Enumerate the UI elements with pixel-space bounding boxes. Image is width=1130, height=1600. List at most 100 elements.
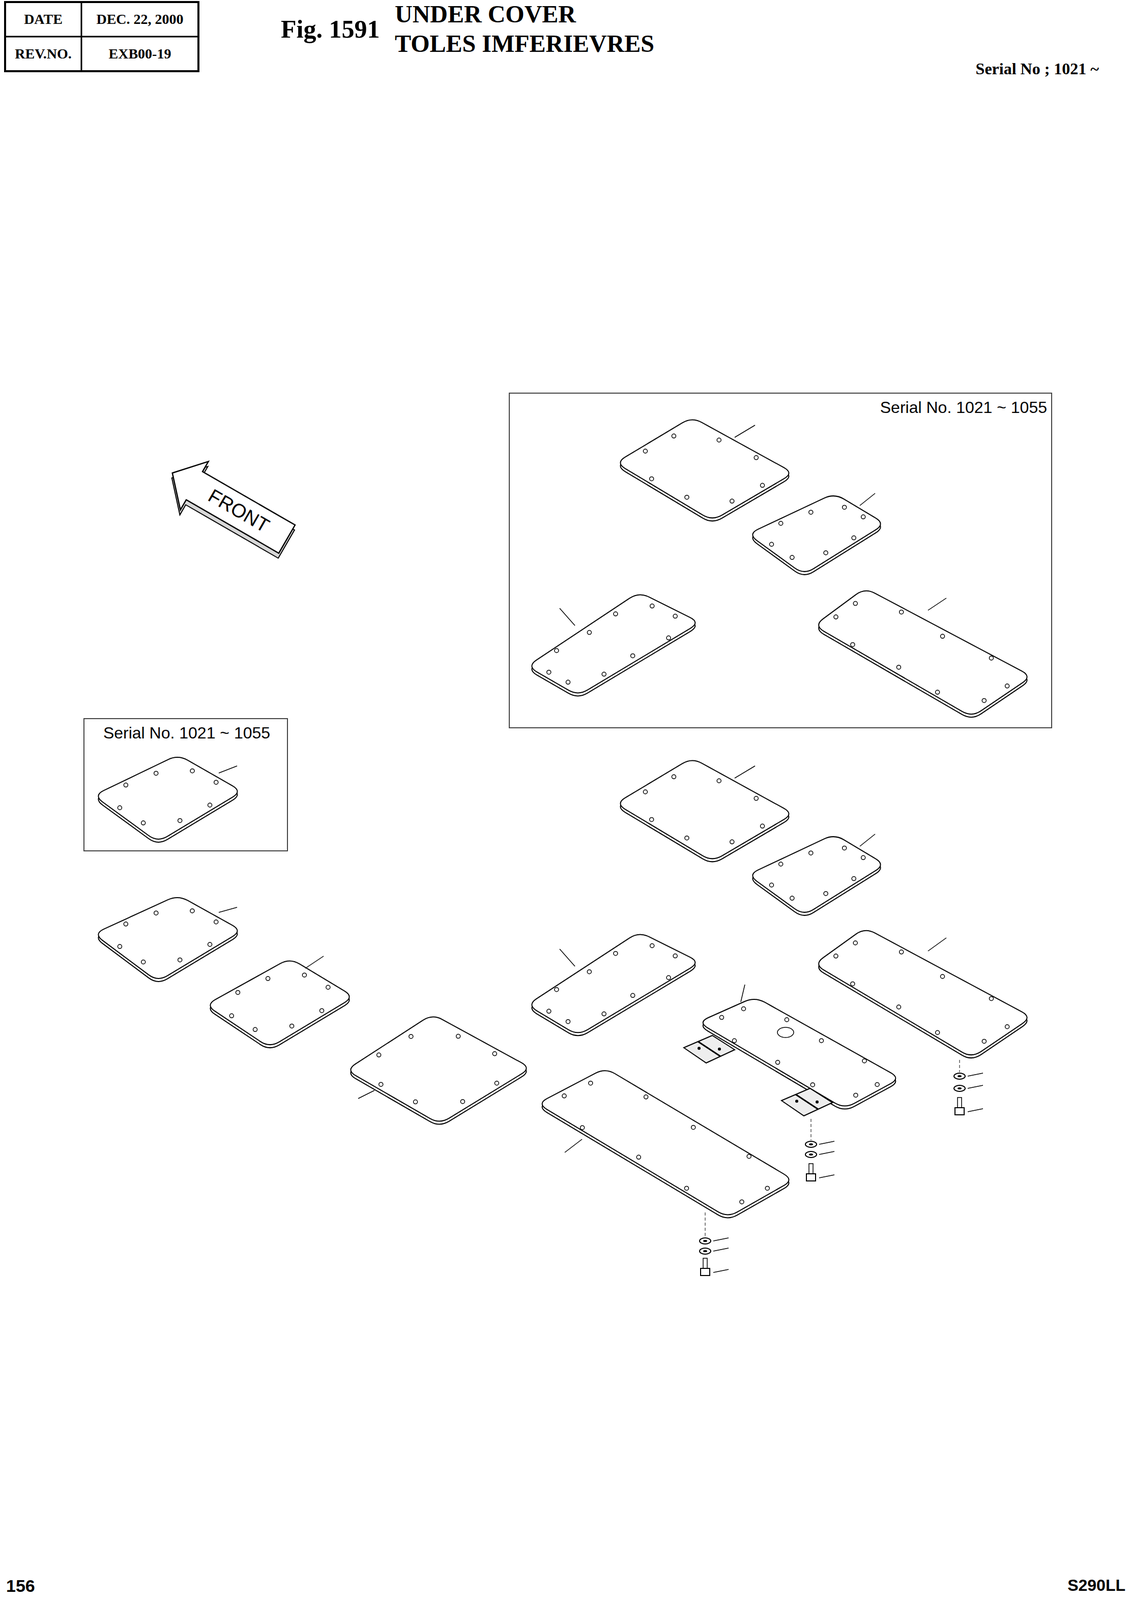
- bolt-hole: [587, 630, 592, 635]
- bolt-hole: [775, 1060, 780, 1065]
- bolt-hole: [673, 614, 678, 619]
- bolt-head: [954, 1108, 965, 1116]
- bolt-hole: [562, 1094, 567, 1099]
- leader-line: [305, 956, 324, 969]
- cover-plate: [98, 897, 238, 982]
- table-cell: DEC. 22, 2000: [81, 2, 199, 37]
- bolt-hole: [588, 1081, 593, 1086]
- bolt-hole: [819, 1038, 824, 1043]
- bolt-hole: [565, 1020, 570, 1025]
- washer: [805, 1151, 817, 1158]
- serial-range: Serial No. 1021 ~ 1055: [103, 724, 271, 743]
- bolt-hole: [630, 993, 635, 998]
- bolt-hole: [730, 839, 735, 845]
- bolt-hole: [719, 1016, 724, 1021]
- bolt-hole: [208, 803, 213, 808]
- washer: [953, 1085, 966, 1092]
- bolt-hole: [810, 1083, 815, 1088]
- bolt-hole: [123, 922, 128, 927]
- bolt-hole: [1005, 684, 1010, 689]
- bolt-hole: [716, 778, 721, 784]
- bolt-hole: [266, 976, 271, 981]
- bolt-hole: [190, 909, 195, 914]
- washer-hole: [808, 1153, 814, 1156]
- bolt-hole: [178, 818, 183, 823]
- bolt-hole: [784, 1018, 789, 1023]
- bolt-hole: [716, 438, 721, 443]
- plate-face: [98, 897, 238, 979]
- bolt-hole: [123, 783, 128, 788]
- bolt-hole: [899, 950, 904, 955]
- bolt-shank: [703, 1258, 708, 1270]
- bolt-hole: [790, 896, 795, 901]
- leader-line: [713, 1238, 729, 1242]
- bolt-hole: [940, 974, 945, 979]
- bolt-hole: [587, 970, 592, 975]
- access-hole: [777, 1027, 794, 1038]
- leader-line: [928, 938, 947, 952]
- washer-hole: [703, 1250, 708, 1253]
- bolt-hole: [730, 499, 735, 504]
- bolt-hole: [141, 960, 146, 965]
- bolt-hole: [229, 1013, 234, 1019]
- figure-subtitle: TOLES IMFERIEVRES: [394, 30, 655, 58]
- bolt-hole: [808, 510, 814, 515]
- table-rule: [5, 36, 199, 38]
- bolt-hole: [765, 1186, 770, 1191]
- cover-plate: [531, 594, 695, 697]
- bolt-hole: [649, 817, 654, 822]
- bolt-hole: [214, 780, 219, 785]
- cover-plate: [752, 834, 881, 916]
- bolt-hole: [319, 1008, 324, 1013]
- leader-line: [819, 1151, 835, 1155]
- bolt-hole: [853, 1093, 858, 1098]
- cover-plate: [210, 956, 350, 1049]
- plate-face: [620, 760, 789, 859]
- washer: [805, 1141, 817, 1148]
- bolt-hole: [178, 958, 183, 963]
- plate-face: [350, 1017, 527, 1122]
- hinge-screw: [795, 1099, 799, 1104]
- leader-line: [734, 766, 756, 779]
- cover-plate: [531, 934, 695, 1036]
- bolt-hole: [896, 1005, 901, 1010]
- bolt-hole: [643, 790, 648, 795]
- bolt-hole: [650, 604, 655, 609]
- model-code: S290LL: [1067, 1577, 1126, 1596]
- bolt-hole: [290, 1024, 295, 1029]
- bolt-hole: [741, 1006, 746, 1011]
- bolt-hole: [940, 634, 945, 639]
- bolt-hole: [739, 1200, 744, 1205]
- bolt-hole: [769, 883, 774, 888]
- bolt-hole: [989, 656, 994, 661]
- leader-line: [713, 1269, 729, 1273]
- bolt-hole: [823, 551, 828, 556]
- cover-plate: [818, 591, 1027, 718]
- bolt-hole: [141, 821, 146, 826]
- page-number: 156: [6, 1577, 36, 1597]
- figure-number: Fig. 1591: [280, 15, 380, 44]
- washer: [699, 1248, 711, 1255]
- bolt-hole: [851, 536, 856, 541]
- leader-line: [859, 493, 876, 506]
- bolt-hole: [850, 981, 855, 987]
- bolt-hole: [666, 635, 671, 641]
- plate-face: [98, 757, 238, 840]
- bolt-set: [805, 1119, 835, 1182]
- bolt-hole: [823, 891, 828, 896]
- bolt-set: [699, 1212, 729, 1277]
- washer: [953, 1073, 966, 1080]
- plate-face: [818, 591, 1027, 715]
- figure-title: UNDER COVER: [394, 1, 576, 28]
- bolt-head: [700, 1268, 710, 1277]
- leader-line: [859, 834, 876, 847]
- bolt-hole: [601, 1012, 606, 1017]
- bolt-hole: [778, 521, 784, 526]
- bolt-hole: [154, 771, 159, 776]
- washer-hole: [957, 1075, 962, 1078]
- hinge-screw: [815, 1100, 819, 1105]
- table-cell: REV.NO.: [5, 36, 82, 72]
- bolt-hole: [833, 954, 838, 959]
